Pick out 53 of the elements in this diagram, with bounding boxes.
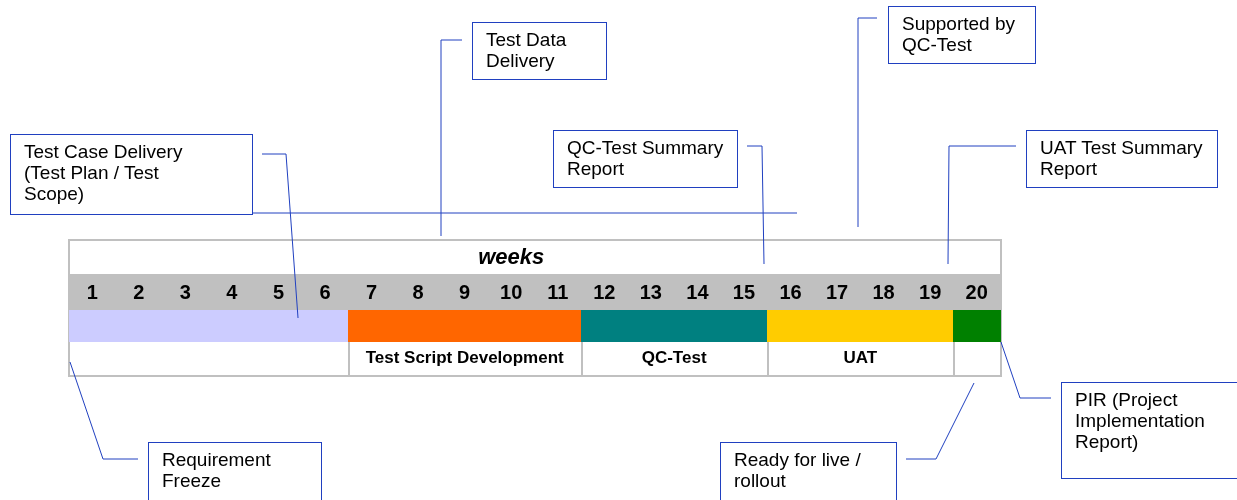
callout-box [888, 6, 1036, 64]
callout-box [720, 442, 897, 500]
phase-label: UAT [842, 347, 879, 369]
week-number: 1 [85, 280, 99, 305]
week-number: 11 [546, 280, 570, 305]
week-number: 9 [458, 280, 472, 305]
phase-label: Test Script Development [364, 347, 565, 369]
callout-text: Supported by QC-Test [902, 13, 1017, 55]
callout-text: PIR (Project Implementation Report) [1075, 389, 1206, 452]
phase-bar [348, 310, 582, 342]
week-number: 14 [685, 280, 710, 305]
phase-bar [767, 310, 954, 342]
leader-line [746, 145, 765, 265]
callout-text: Ready for live / rollout [734, 449, 862, 491]
callout-box [1026, 130, 1218, 188]
week-number: 15 [731, 280, 757, 305]
callout-text: Test Case Delivery (Test Plan / Test Scope) [24, 141, 184, 204]
axis-title: weeks [477, 243, 546, 271]
leader-line [905, 382, 975, 460]
week-number: 3 [178, 280, 192, 305]
callout-box [148, 442, 322, 500]
week-number: 4 [225, 280, 239, 305]
week-number: 10 [499, 280, 524, 305]
phase-bar [953, 310, 1001, 342]
week-number: 19 [918, 280, 943, 305]
leader-line [947, 145, 1017, 265]
callout-text: Requirement Freeze [162, 449, 272, 491]
week-number: 2 [132, 280, 146, 305]
callout-box [10, 134, 253, 215]
callout-text: QC-Test Summary Report [567, 137, 725, 179]
callout-box [472, 22, 607, 80]
week-number: 7 [365, 280, 379, 305]
leader-line [857, 17, 878, 228]
callout-box [553, 130, 738, 188]
week-number: 18 [871, 280, 896, 305]
leader-line [261, 153, 299, 319]
week-number: 6 [318, 280, 332, 305]
phase-bar [581, 310, 768, 342]
leader-line [69, 361, 139, 460]
phase-bar [69, 310, 349, 342]
callout-text: Test Data Delivery [486, 29, 568, 71]
week-number: 17 [824, 280, 850, 305]
leader-line [440, 39, 463, 237]
callout-box [1061, 382, 1237, 479]
week-number: 5 [271, 280, 286, 305]
phase-label: QC-Test [640, 347, 708, 369]
week-number: 13 [638, 280, 663, 305]
week-number: 16 [778, 280, 803, 305]
week-number: 8 [411, 280, 425, 305]
week-number: 12 [592, 280, 617, 305]
leader-line [1000, 341, 1052, 399]
week-number: 20 [964, 280, 989, 305]
callout-text: UAT Test Summary Report [1040, 137, 1204, 179]
